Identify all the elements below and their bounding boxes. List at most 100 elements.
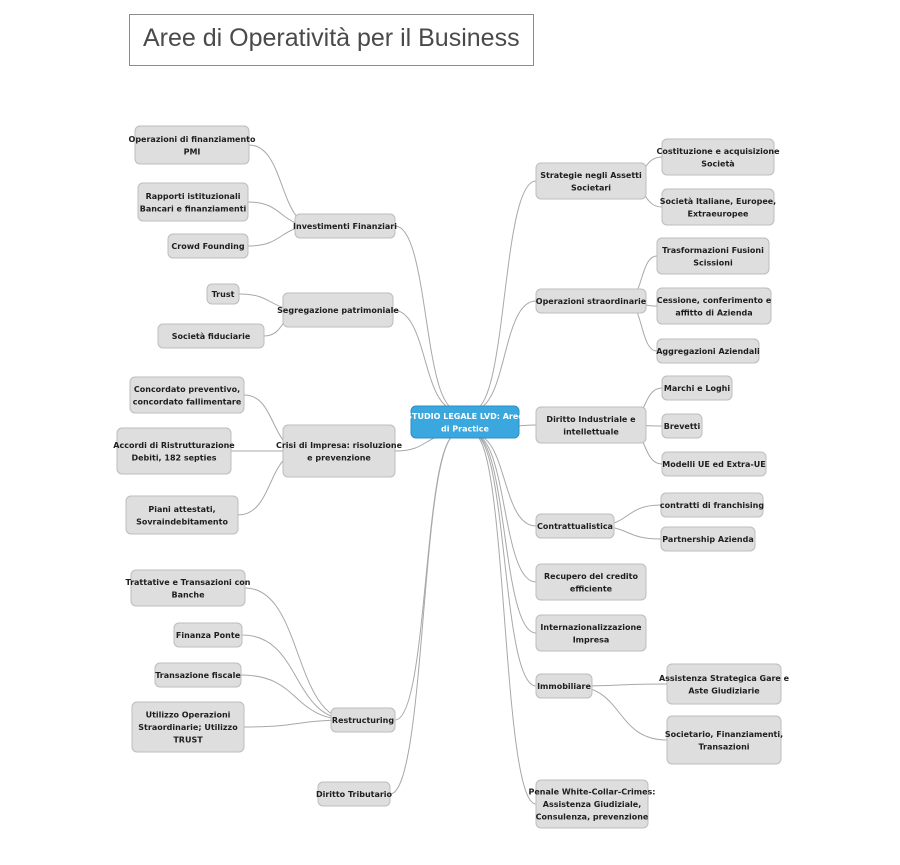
leaf-left-2-0-box [129, 376, 245, 414]
leaf-left-0-1-box [137, 182, 249, 222]
branch-left-3: Restructuring [330, 707, 396, 733]
leaf-right-6-1-label: Transazioni [698, 742, 749, 751]
branch-left-3-label: Restructuring [332, 716, 394, 725]
branch-left-0: Investimenti Finanziari [293, 213, 397, 239]
leaf-right-2-2: Modelli UE ed Extra-UE [661, 451, 767, 477]
leaf-left-3-0-label: Banche [171, 590, 205, 599]
leaf-right-1-2-box [656, 338, 760, 364]
leaf-left-3-3-box [131, 701, 245, 753]
branch-left-1-label: Segregazione patrimoniale [277, 306, 399, 315]
leaf-right-0-0-box [661, 138, 775, 176]
leaf-right-2-1-label: Brevetti [664, 422, 701, 431]
leaf-left-2-2-label: Piani attestati, [148, 505, 215, 514]
link-left-0 [394, 225, 458, 411]
branch-right-5-box [535, 614, 647, 652]
link-left-3-0 [244, 587, 352, 721]
branch-right-3-label: Contrattualistica [537, 522, 613, 531]
link-left-3-1 [241, 634, 352, 721]
branch-left-2-box [282, 424, 396, 478]
branch-right-6-box [535, 673, 593, 699]
leaf-right-0-1-label: Società Italiane, Europee, [660, 197, 776, 206]
branch-left-4-box [317, 781, 391, 807]
branch-right-2-label: intellettuale [563, 427, 619, 436]
branch-left-1-box [282, 292, 394, 328]
branch-right-3-box [535, 513, 615, 539]
leaf-left-0-2: Crowd Founding [167, 233, 249, 259]
leaf-left-3-2: Transazione fiscale [154, 662, 242, 688]
leaf-left-3-1-box [173, 622, 243, 648]
branch-left-0-box [294, 213, 396, 239]
center-node-label: STUDIO LEGALE LVD: Aree [406, 412, 524, 421]
branch-left-4-label: Diritto Tributario [316, 790, 393, 799]
branch-right-5-label: Internazionalizzazione [540, 623, 642, 632]
leaf-right-0-0-label: Società [701, 159, 734, 168]
link-right-1 [472, 300, 537, 411]
branch-right-1-label: Operazioni straordinarie [536, 297, 647, 306]
branch-right-6-label: Immobiliare [537, 682, 591, 691]
leaf-left-3-0-box [130, 569, 246, 607]
leaf-right-2-0-label: Marchi e Loghi [664, 384, 730, 393]
leaf-right-0-1: Società Italiane, Europee, Extraeuropee [660, 188, 776, 226]
leaf-left-1-0-label: Trust [212, 290, 235, 299]
page-title: Aree di Operatività per il Business [143, 24, 520, 52]
link-left-4 [389, 433, 458, 795]
leaf-left-3-3-label: Straordinarie; Utilizzo [138, 723, 238, 732]
branch-right-2-box [535, 406, 647, 444]
leaf-left-0-0-label: Operazioni di finanziamento [129, 135, 256, 144]
leaf-right-1-1-label: affitto di Azienda [675, 308, 752, 317]
leaf-right-3-1: Partnership Azienda [660, 526, 756, 552]
leaf-right-2-2-label: Modelli UE ed Extra-UE [662, 460, 765, 469]
leaf-right-0-1-label: Extraeuropee [688, 209, 750, 218]
leaf-left-2-2: Piani attestati, Sovraindebitamento [125, 495, 239, 535]
leaf-left-0-2-label: Crowd Founding [171, 242, 244, 251]
link-right-0 [472, 180, 537, 411]
leaf-right-2-1-box [661, 413, 703, 439]
branch-right-2-label: Diritto Industriale e [546, 415, 636, 424]
leaf-left-0-1-label: Rapporti istituzionali [146, 192, 241, 201]
link-right-6 [472, 433, 537, 687]
leaf-left-3-2-box [154, 662, 242, 688]
leaf-right-2-1: Brevetti [661, 413, 703, 439]
leaf-right-2-0-box [661, 375, 733, 401]
leaf-right-1-0-label: Trasformazioni Fusioni [662, 246, 764, 255]
mind-map-nodes: Strategie negli AssettiSocietariCostituz… [113, 125, 790, 829]
leaf-right-3-0-label: contratti di franchising [660, 501, 764, 510]
leaf-left-3-3-label: Utilizzo Operazioni [146, 711, 231, 720]
leaf-right-6-0-label: Assistenza Strategica Gare e [659, 674, 790, 683]
branch-right-1-box [535, 288, 647, 314]
branch-left-1: Segregazione patrimoniale [277, 292, 399, 328]
leaf-left-0-2-box [167, 233, 249, 259]
leaf-left-2-0-label: concordato fallimentare [133, 397, 242, 406]
link-left-1 [392, 309, 458, 411]
leaf-right-6-1-box [666, 715, 782, 765]
leaf-left-1-0: Trust [206, 283, 240, 305]
leaf-left-2-0: Concordato preventivo,concordato fallime… [129, 376, 245, 414]
branch-right-4-label: Recupero del credito [544, 572, 638, 581]
branch-right-7-label: Assistenza Giudiziale, [543, 800, 641, 809]
leaf-left-0-1-label: Bancari e finanziamenti [140, 204, 247, 213]
link-right-4 [472, 433, 537, 583]
leaf-right-2-2-box [661, 451, 767, 477]
leaf-left-2-2-label: Sovraindebitamento [136, 517, 228, 526]
leaf-right-1-0-label: Scissioni [693, 258, 733, 267]
leaf-right-3-1-box [660, 526, 756, 552]
branch-right-7-label: Penale White-Collar-Crimes: [529, 788, 656, 797]
leaf-left-3-0-label: Trattative e Transazioni con [126, 578, 251, 587]
leaf-left-3-1-label: Finanza Ponte [176, 631, 241, 640]
branch-right-6: Immobiliare [535, 673, 593, 699]
center-node-box [410, 405, 520, 439]
branch-right-4-label: efficiente [570, 584, 613, 593]
branch-left-2-label: Crisi di Impresa: risoluzione [276, 441, 403, 450]
branch-right-3: Contrattualistica [535, 513, 615, 539]
leaf-left-1-1: Società fiduciarie [157, 323, 265, 349]
